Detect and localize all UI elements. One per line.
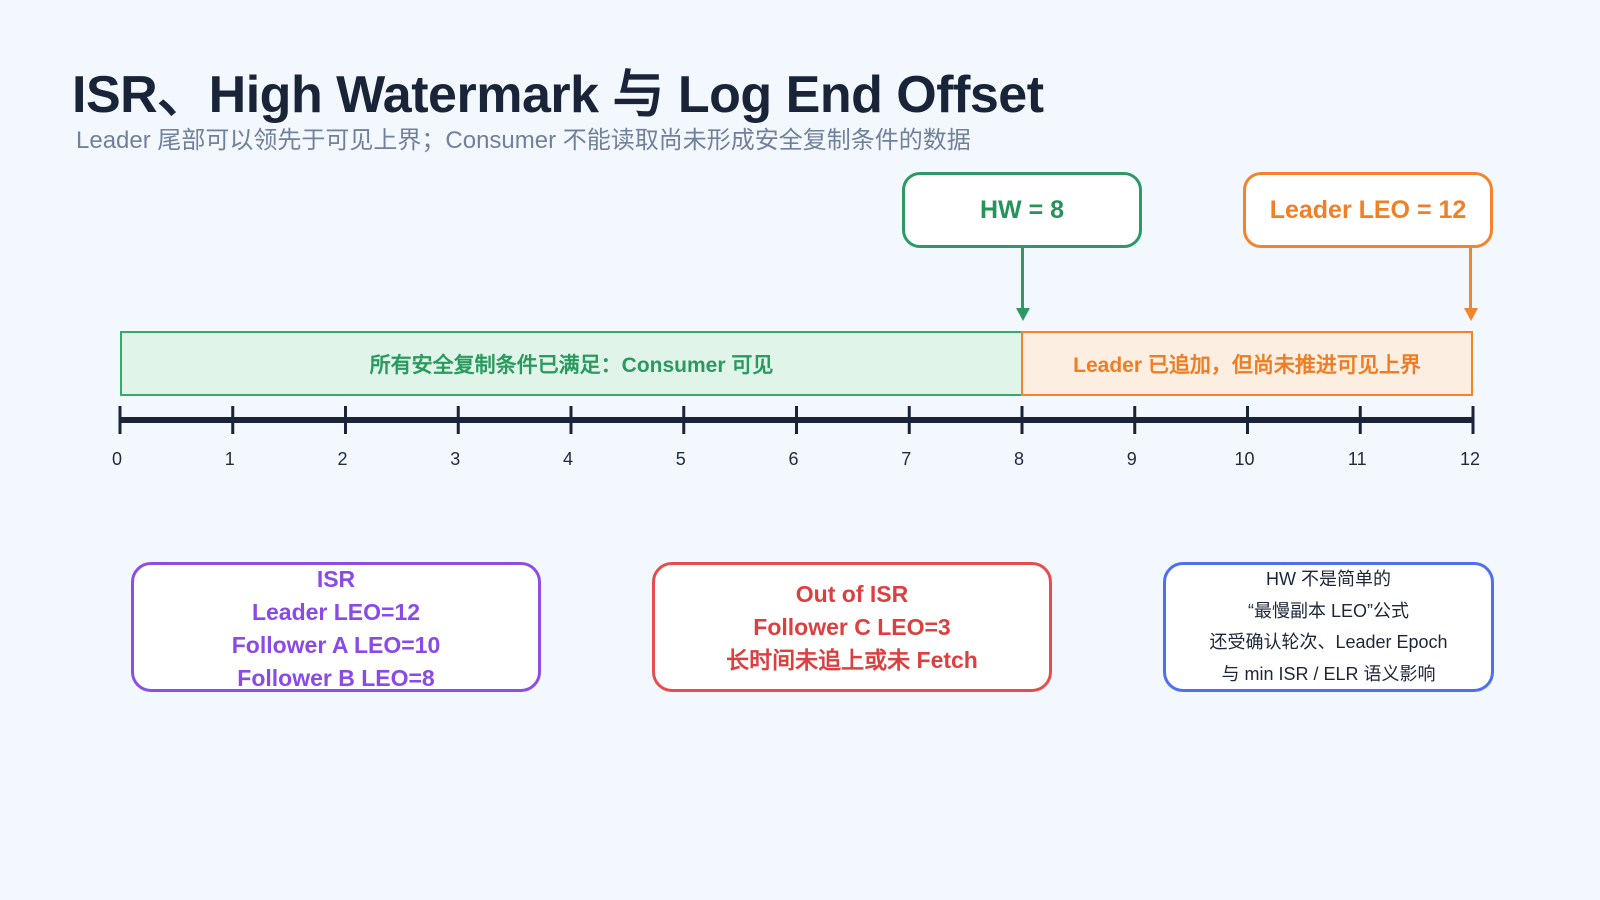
- axis-tick-label: 1: [225, 449, 235, 469]
- axis-tick-label: 2: [337, 449, 347, 469]
- out-of-isr-box-line: 长时间未追上或未 Fetch: [726, 646, 978, 673]
- axis-tick-label: 9: [1127, 449, 1137, 469]
- isr-box-line: Follower B LEO=8: [237, 665, 435, 691]
- axis-tick-label: 5: [676, 449, 686, 469]
- page-title: ISR、High Watermark 与 Log End Offset: [72, 66, 1044, 124]
- hw-note-line: 与 min ISR / ELR 语义影响: [1221, 663, 1436, 684]
- axis-tick-label: 4: [563, 449, 573, 469]
- leader-leo-arrow-line: [1469, 248, 1472, 308]
- out-of-isr-box: Out of ISR Follower C LEO=3 长时间未追上或未 Fet…: [652, 562, 1052, 692]
- hw-note-line: HW 不是简单的: [1266, 569, 1391, 589]
- axis-tick-label: 8: [1014, 449, 1024, 469]
- isr-box-line: Follower A LEO=10: [231, 632, 441, 658]
- axis-tick-label: 7: [901, 449, 911, 469]
- consumer-visible-segment: 所有安全复制条件已满足：Consumer 可见: [120, 331, 1023, 396]
- axis-tick-label: 10: [1234, 449, 1254, 469]
- leader-leo-arrow-head-icon: [1464, 308, 1478, 321]
- axis-tick-label: 0: [112, 449, 122, 469]
- isr-box-line: ISR: [316, 566, 356, 592]
- hw-callout: HW = 8: [902, 172, 1142, 248]
- axis-tick-label: 6: [788, 449, 798, 469]
- hw-note-box: HW 不是简单的 “最慢副本 LEO”公式 还受确认轮次、Leader Epoc…: [1163, 562, 1494, 692]
- hw-arrow-line: [1021, 248, 1024, 308]
- hw-note-line: 还受确认轮次、Leader Epoch: [1209, 632, 1448, 652]
- out-of-isr-box-line: Follower C LEO=3: [753, 613, 951, 640]
- isr-box: ISR Leader LEO=12 Follower A LEO=10 Foll…: [131, 562, 541, 692]
- out-of-isr-box-line: Out of ISR: [795, 580, 909, 607]
- leader-pending-segment: Leader 已追加，但尚未推进可见上界: [1021, 331, 1473, 396]
- axis-tick-label: 12: [1460, 449, 1480, 469]
- hw-note-line: “最慢副本 LEO”公式: [1247, 600, 1409, 621]
- axis-tick-label: 3: [450, 449, 460, 469]
- leader-leo-callout: Leader LEO = 12: [1243, 172, 1493, 248]
- axis-tick-label: 11: [1348, 449, 1367, 469]
- isr-box-line: Leader LEO=12: [251, 599, 421, 625]
- hw-arrow-head-icon: [1016, 308, 1030, 321]
- page-subtitle: Leader 尾部可以领先于可见上界；Consumer 不能读取尚未形成安全复制…: [76, 127, 971, 154]
